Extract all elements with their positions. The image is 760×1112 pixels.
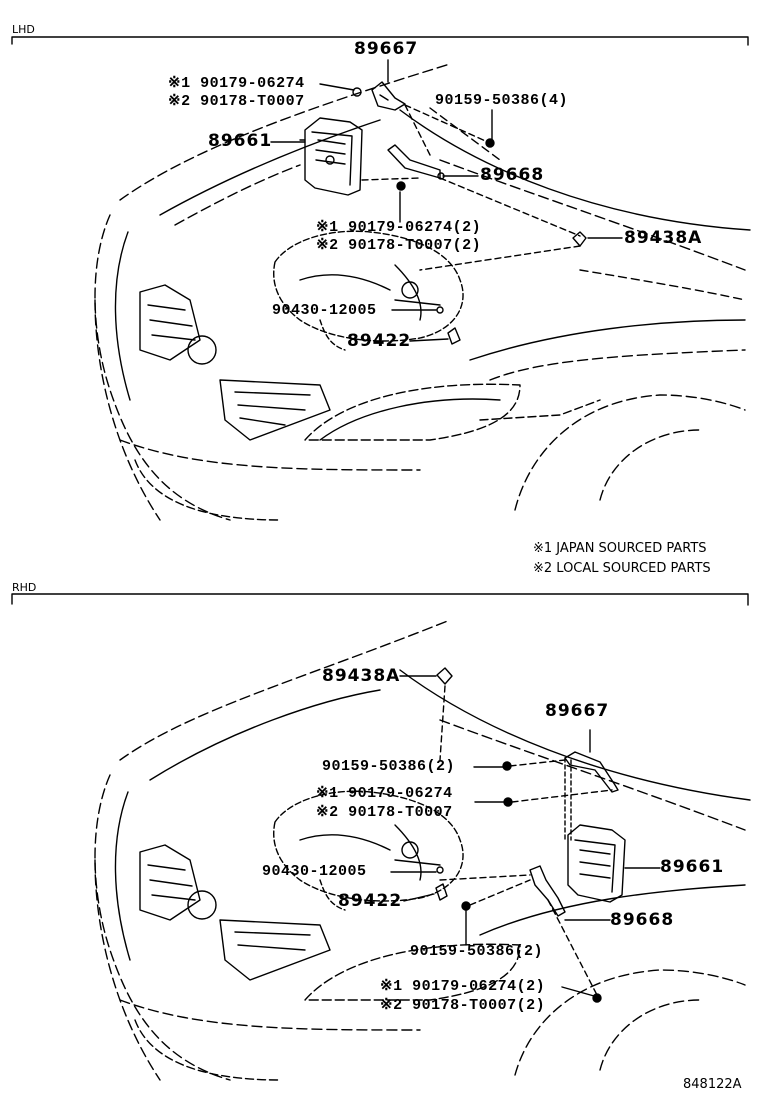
rhd-car-outline — [94, 619, 751, 1081]
rhd-leader-lines — [390, 675, 661, 997]
rhd-label-89667: 89667 — [545, 701, 610, 721]
rhd-label-m1-nut-2: ※1 90179-06274(2) — [380, 978, 546, 995]
lhd-label-89661: 89661 — [208, 131, 273, 151]
rhd-section-bracket — [11, 593, 749, 606]
rhd-ecu-89661 — [567, 824, 626, 903]
lhd-label-m2-nut: ※2 90178-T0007 — [168, 93, 305, 110]
rhd-section-label: RHD — [12, 581, 37, 594]
lhd-label-89668: 89668 — [480, 165, 545, 185]
lhd-label-89438a: 89438A — [624, 228, 703, 248]
lhd-bracket-89667 — [371, 81, 406, 111]
rhd-label-m1-nut: ※1 90179-06274 — [316, 785, 453, 802]
lhd-label-89422: 89422 — [347, 331, 412, 351]
lhd-label-bolt-4: 90159-50386(4) — [435, 92, 569, 109]
rhd-label-m2-nut-2: ※2 90178-T0007(2) — [380, 997, 546, 1014]
note-japan-sourced: ※1 JAPAN SOURCED PARTS — [533, 541, 707, 556]
rhd-fasteners — [435, 667, 602, 1003]
lhd-bracket-89668 — [387, 144, 441, 179]
lhd-label-gasket: 90430-12005 — [272, 302, 377, 319]
rhd-bracket-89668 — [529, 865, 566, 917]
lhd-label-m1-nut: ※1 90179-06274 — [168, 75, 305, 92]
lhd-section-bracket — [11, 36, 749, 46]
rhd-label-bolt-2b: 90159-50386(2) — [410, 943, 544, 960]
lhd-ecu-89661 — [299, 117, 363, 196]
lhd-label-89667: 89667 — [354, 39, 419, 59]
lhd-fasteners — [352, 87, 587, 345]
note-local-sourced: ※2 LOCAL SOURCED PARTS — [533, 561, 711, 576]
rhd-label-bolt-2a: 90159-50386(2) — [322, 758, 456, 775]
lhd-label-m2-nut-2: ※2 90178-T0007(2) — [316, 237, 482, 254]
lhd-car-outline — [94, 63, 751, 521]
rhd-label-89661: 89661 — [660, 857, 725, 877]
rhd-label-gasket: 90430-12005 — [262, 863, 367, 880]
rhd-label-89668: 89668 — [610, 910, 675, 930]
rhd-label-m2-nut: ※2 90178-T0007 — [316, 804, 453, 821]
rhd-bracket-89667 — [564, 751, 619, 841]
rhd-label-89422: 89422 — [338, 891, 403, 911]
rhd-label-89438a: 89438A — [322, 666, 401, 686]
lhd-leader-lines — [270, 59, 623, 342]
illustration-code: 848122A — [683, 1077, 742, 1092]
lhd-section-label: LHD — [12, 23, 35, 36]
lhd-label-m1-nut-2: ※1 90179-06274(2) — [316, 219, 482, 236]
